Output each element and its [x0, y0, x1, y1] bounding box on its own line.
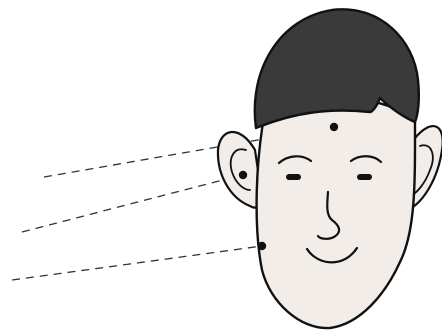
right-eye: [357, 174, 372, 180]
leader-line-jaw: [12, 246, 262, 280]
ear-point: [239, 171, 247, 179]
left-ear: [218, 132, 262, 208]
forehead-point: [330, 123, 338, 131]
hair: [255, 9, 419, 128]
jaw-point: [258, 242, 266, 250]
left-eye: [286, 174, 301, 180]
leader-line-ear: [22, 175, 242, 232]
